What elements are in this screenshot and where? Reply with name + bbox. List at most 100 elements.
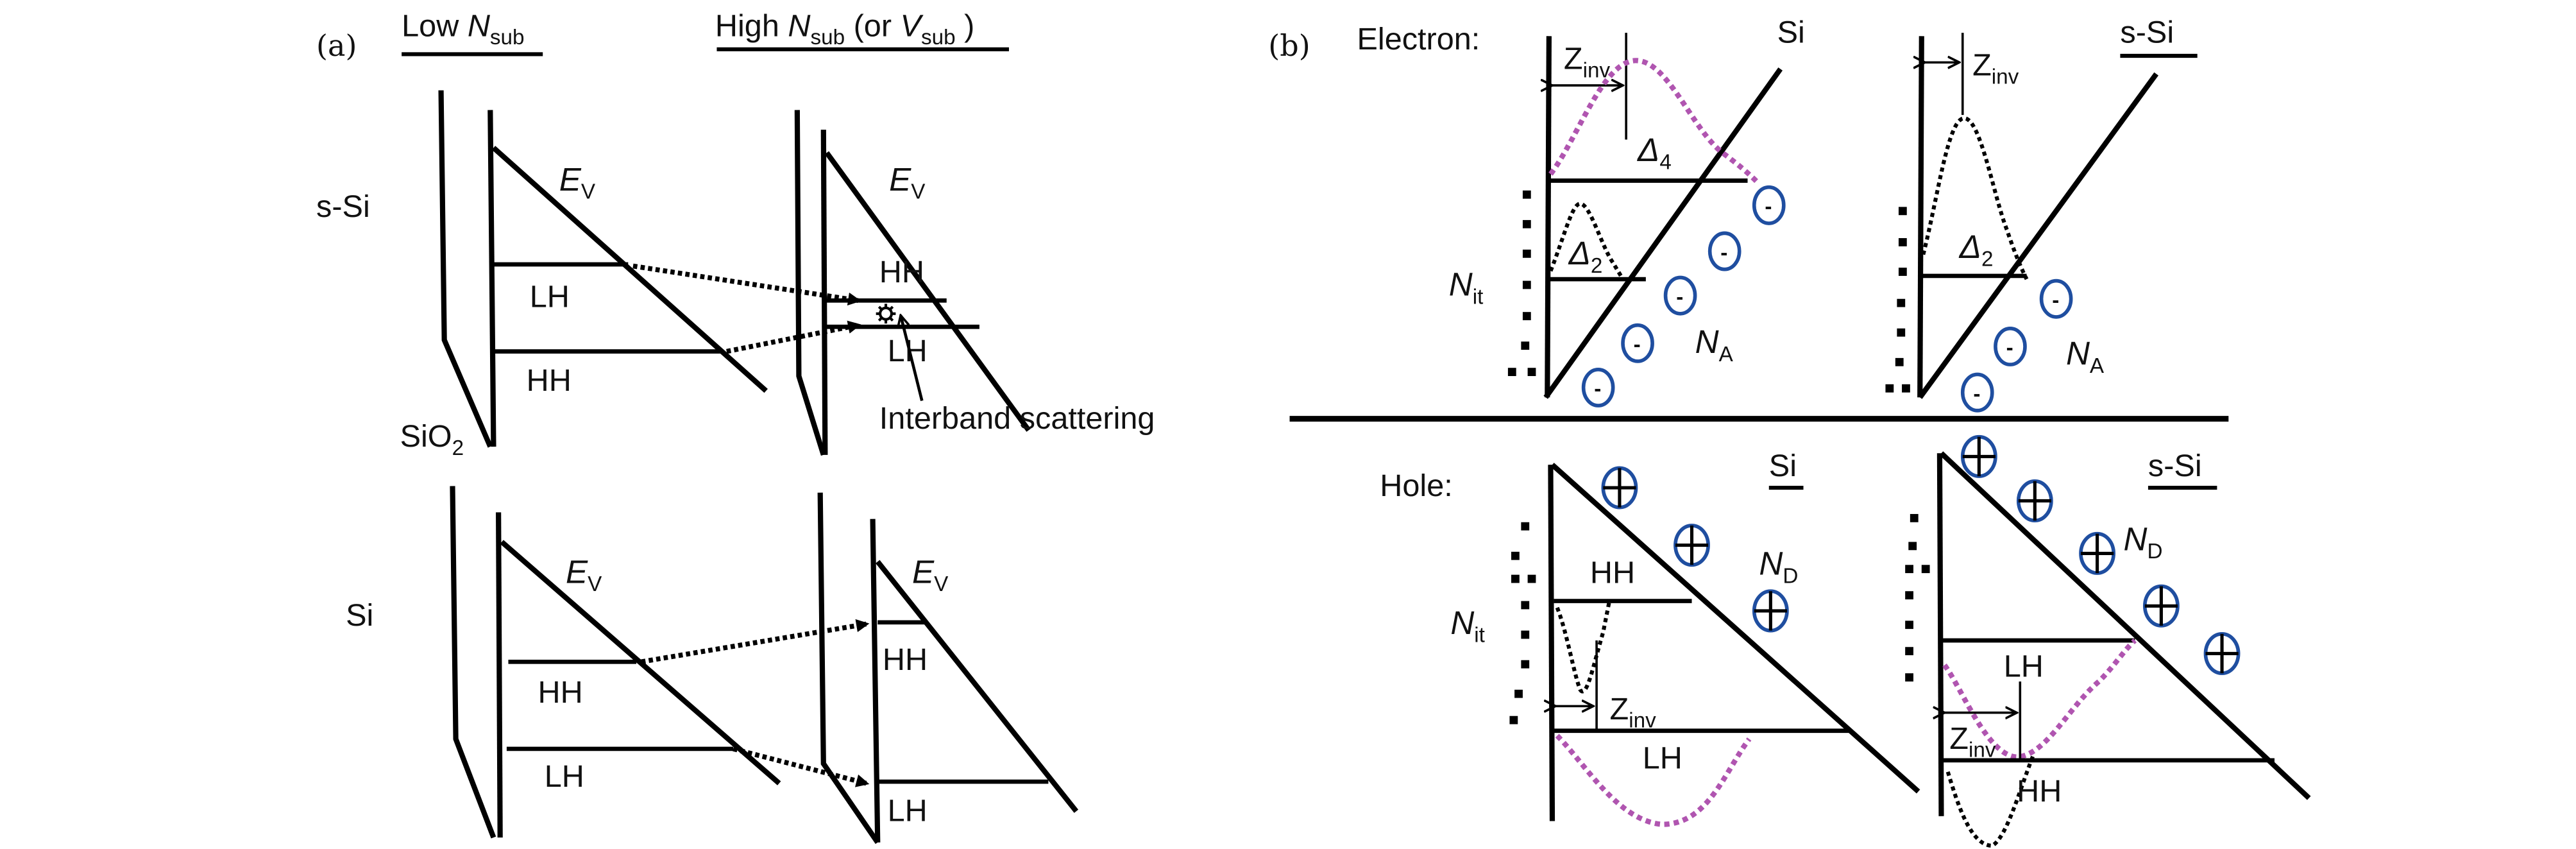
hole-ssi-diagram: s-Si LH Zinv HH ND xyxy=(1905,434,2311,848)
electron-ssi-diagram: s-Si Zinv Δ2 NA - - - xyxy=(1885,15,2198,413)
interface-line xyxy=(1545,36,1552,398)
svg-text:-: - xyxy=(2052,289,2059,313)
si-low-diagram: EV HH LH xyxy=(450,486,781,839)
donor-ion xyxy=(2079,531,2115,575)
interface-line xyxy=(1548,465,1555,821)
zinv-label: Zinv xyxy=(1972,48,2019,89)
svg-text:-: - xyxy=(1720,241,1727,264)
row-label-si: Si xyxy=(346,598,373,633)
interface-trap-marks xyxy=(1507,190,1536,377)
ev-label: EV xyxy=(912,553,949,596)
material-label: Si xyxy=(1769,449,1797,483)
acceptor-ion: - xyxy=(1960,372,1994,413)
dopant-label: NA xyxy=(1695,323,1734,366)
subband-label: LH xyxy=(888,793,928,828)
valence-band-edge xyxy=(1939,451,2311,800)
donor-ion xyxy=(1601,466,1638,510)
zinv-label: Zinv xyxy=(1949,721,1996,762)
subband-label: HH xyxy=(538,675,583,710)
svg-text:-: - xyxy=(1676,285,1683,309)
valence-band-edge xyxy=(824,151,1031,432)
acceptor-ions: - - - - - xyxy=(1581,185,1786,407)
interband-scattering-label: Interband scattering xyxy=(879,401,1155,436)
donor-ion xyxy=(2142,584,2180,628)
subband-label: LH xyxy=(1643,741,1682,776)
panel-a-label: (a) xyxy=(316,28,357,63)
valence-band-edge xyxy=(491,146,768,393)
transition-arrow xyxy=(733,746,870,787)
zinv-label: Zinv xyxy=(1564,41,1611,82)
ev-label: EV xyxy=(559,161,596,204)
nit-label: Nit xyxy=(1449,266,1484,309)
interface-line xyxy=(496,512,503,838)
valence-band-edge xyxy=(1550,463,1920,794)
oxide-outline xyxy=(794,110,826,456)
acceptor-ion: - xyxy=(1994,326,2027,366)
wavefunction-delta2 xyxy=(1548,202,1625,280)
donor-ions xyxy=(1601,466,1789,633)
acceptor-ion: - xyxy=(1621,323,1654,363)
delta4-label: Δ4 xyxy=(1637,132,1672,175)
acceptor-ion: - xyxy=(1707,231,1741,271)
delta2-label: Δ2 xyxy=(1959,228,1994,271)
panel-b-label: (b) xyxy=(1268,28,1310,63)
dopant-label: ND xyxy=(2124,520,2163,563)
ev-label: EV xyxy=(889,161,926,204)
panel-a: (a) Low Nsub High Nsub (or Vsub ) s-Si E… xyxy=(316,8,1155,845)
acceptor-ion: - xyxy=(2039,279,2073,319)
valence-band-edge xyxy=(876,560,1079,813)
wavefunction-hh xyxy=(1555,599,1612,694)
row-label-ssi: s-Si xyxy=(316,189,370,224)
wavefunction-delta2 xyxy=(1921,116,2029,280)
svg-text:-: - xyxy=(1973,382,1980,406)
subband-label: LH xyxy=(2004,649,2044,683)
svg-text:-: - xyxy=(2006,336,2013,360)
interface-line xyxy=(1936,453,1944,816)
ssi-high-diagram: EV HH LH Interband scattering xyxy=(794,110,1155,456)
interface-line xyxy=(487,110,496,447)
donor-ion xyxy=(2016,479,2053,523)
panel-b: (b) Electron: Si Zinv Δ4 Δ2 Nit NA xyxy=(1268,15,2311,848)
zinv-label: Zinv xyxy=(1610,692,1657,733)
acceptor-ion: - xyxy=(1752,185,1786,225)
dopant-label: ND xyxy=(1759,545,1798,588)
wavefunction-hh xyxy=(1945,754,2035,848)
conduction-band-edge xyxy=(1917,72,2159,399)
transition-arrow xyxy=(726,320,861,354)
si-high-diagram: EV HH LH xyxy=(817,492,1079,845)
svg-text:High Nsub (or Vsub ): High Nsub (or Vsub ) xyxy=(715,8,974,49)
ev-label: EV xyxy=(566,553,602,596)
material-label: s-Si xyxy=(2148,449,2202,483)
acceptor-ion: - xyxy=(1581,367,1615,407)
subband-label: LH xyxy=(530,280,570,314)
electron-title: Electron: xyxy=(1357,22,1480,56)
interface-trap-marks xyxy=(1509,522,1536,725)
transition-arrow xyxy=(641,619,870,665)
ssi-low-diagram: EV LH HH SiO2 xyxy=(400,90,768,460)
subband-label: HH xyxy=(1590,555,1635,590)
material-label: Si xyxy=(1777,15,1805,50)
hole-title: Hole: xyxy=(1380,468,1452,503)
svg-text:Low Nsub: Low Nsub xyxy=(402,8,524,49)
scattering-icon xyxy=(876,304,896,324)
svg-text:-: - xyxy=(1634,333,1641,357)
oxide-outline xyxy=(438,90,493,448)
interface-trap-marks xyxy=(1905,513,1930,682)
dopant-label: NA xyxy=(2066,335,2105,378)
donor-ions xyxy=(1960,434,2241,676)
nit-label: Nit xyxy=(1450,605,1485,647)
interface-line xyxy=(1917,36,1924,398)
interface-trap-marks xyxy=(1885,207,1910,393)
interface-line xyxy=(870,519,881,843)
material-label: s-Si xyxy=(2120,15,2174,50)
electron-si-diagram: Si Zinv Δ4 Δ2 Nit NA - - - xyxy=(1449,15,1805,407)
oxide-label: SiO2 xyxy=(400,419,464,460)
hole-si-diagram: Si HH Zinv LH Nit ND xyxy=(1450,449,1920,827)
wavefunction-delta4 xyxy=(1548,58,1759,184)
svg-text:-: - xyxy=(1765,195,1772,219)
transition-arrow xyxy=(632,263,861,306)
column-header-high: High Nsub (or Vsub ) xyxy=(715,8,1009,51)
acceptor-ion: - xyxy=(1663,275,1697,316)
subband-label: HH xyxy=(879,255,924,289)
